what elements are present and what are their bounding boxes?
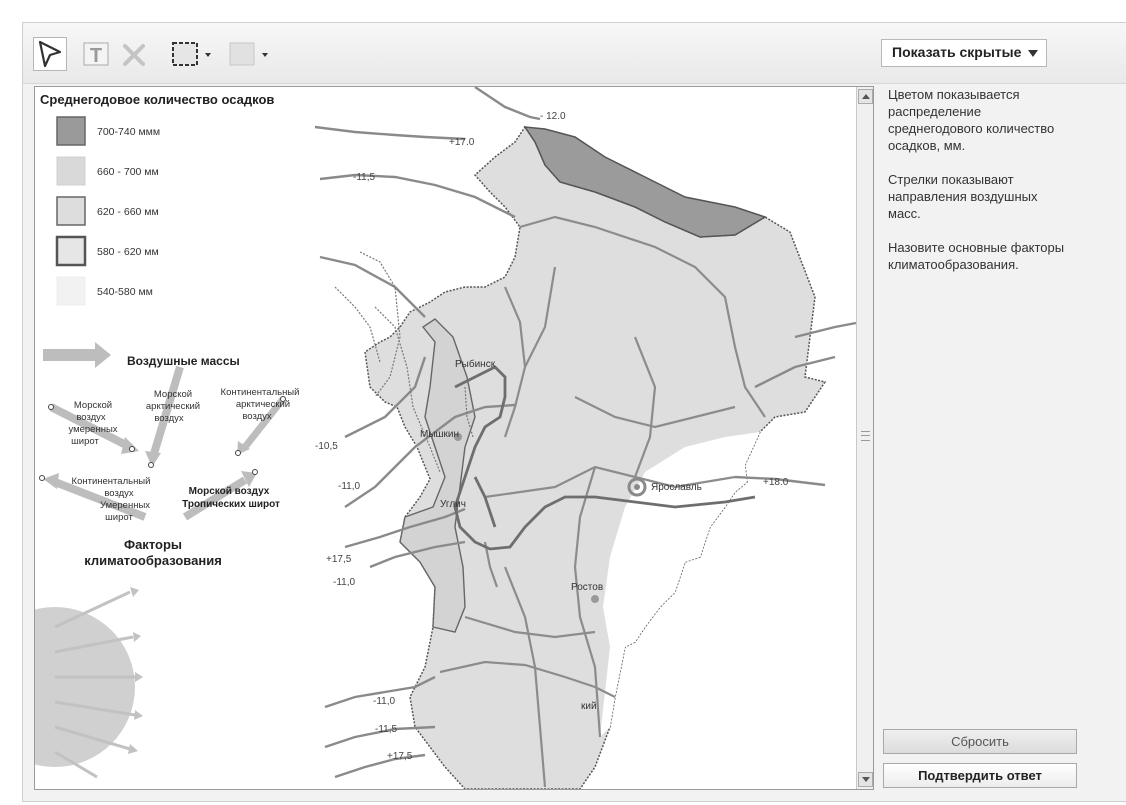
factor-arrowheads xyxy=(128,587,143,754)
city-label: кий xyxy=(581,701,597,712)
city-labels: Рыбинск Мышкин Углич Ярославль Ростов ки… xyxy=(420,358,702,712)
city-label: Ярославль xyxy=(651,482,702,493)
instruction-paragraph: Цветом показывается распределение средне… xyxy=(888,87,1055,153)
border-style-icon[interactable] xyxy=(169,37,229,71)
river-volga xyxy=(453,365,756,551)
air-mass-label: Тропических широт xyxy=(182,499,280,510)
instructions-panel: Цветом показывается распределение средне… xyxy=(888,86,1068,290)
isotherm-label: +18.0 xyxy=(763,477,789,488)
show-hidden-label: Показать скрытые xyxy=(892,44,1022,60)
legend-swatch xyxy=(55,235,87,267)
text-tool-icon[interactable]: T xyxy=(81,37,111,71)
air-mass-label: воздух xyxy=(104,488,134,499)
scroll-grip-icon[interactable] xyxy=(861,431,870,441)
isotherm-label: -11,5 xyxy=(375,724,397,735)
chevron-down-icon xyxy=(1028,50,1038,57)
precip-540-580-area xyxy=(600,432,760,737)
isotherm-label: +17,5 xyxy=(326,554,352,565)
factors-title: климатообразования xyxy=(84,553,222,568)
legend-swatch xyxy=(56,116,86,146)
delete-x-icon[interactable] xyxy=(119,37,149,71)
city-label: Мышкин xyxy=(420,429,459,440)
air-mass-label: воздух xyxy=(76,412,106,423)
scroll-down-icon[interactable] xyxy=(858,772,873,787)
factor-arrows xyxy=(54,590,136,779)
air-masses-title: Воздушные массы xyxy=(127,354,240,368)
isotherm-label: +17,5 xyxy=(387,751,413,762)
climate-map: Среднегодовое количество осадков 700-740… xyxy=(35,87,857,789)
air-mass-label: арктический xyxy=(236,399,290,410)
city-label: Углич xyxy=(440,499,466,510)
air-mass-label: широт xyxy=(71,436,99,447)
legend-label: 620 - 660 мм xyxy=(97,206,159,218)
legend-label: 540-580 мм xyxy=(97,286,153,298)
instruction-paragraph: Назовите основные факторы климатообразов… xyxy=(888,240,1065,272)
air-mass-label: Морской xyxy=(154,389,192,400)
isotherm-label: -11,5 xyxy=(353,172,375,183)
legend-label: 660 - 700 мм xyxy=(97,166,159,178)
climate-factor-disc xyxy=(35,607,135,767)
map-scrollbar[interactable] xyxy=(856,87,873,789)
precip-legend: 700-740 ммм 660 - 700 мм 620 - 660 мм 58… xyxy=(55,116,160,306)
select-arrow-icon[interactable] xyxy=(33,37,67,71)
air-mass-label: Умеренных xyxy=(100,500,150,511)
air-masses-legend: Воздушные массы xyxy=(39,342,300,568)
isotherm-label: -11,0 xyxy=(333,577,355,588)
legend-label: 700-740 ммм xyxy=(97,126,160,138)
show-hidden-dropdown[interactable]: Показать скрытые xyxy=(881,39,1047,67)
exercise-window: T Показать скрытые xyxy=(22,22,1126,802)
city-label: Ростов xyxy=(571,582,603,593)
scroll-up-icon[interactable] xyxy=(858,89,873,104)
air-mass-label: Континентальный xyxy=(72,476,151,487)
air-mass-label: арктический xyxy=(146,401,200,412)
legend-swatch xyxy=(56,276,86,306)
city-markers xyxy=(454,433,647,603)
map-viewport[interactable]: Среднегодовое количество осадков 700-740… xyxy=(34,86,874,790)
region-outline xyxy=(364,125,827,789)
factors-title: Факторы xyxy=(124,537,182,552)
air-mass-label: Морской воздух xyxy=(189,486,270,497)
isotherm-label: +17.0 xyxy=(449,137,475,148)
fill-color-icon[interactable] xyxy=(228,37,278,71)
air-mass-label: Континентальный xyxy=(221,387,300,398)
instruction-paragraph: Стрелки показывают направления воздушных… xyxy=(888,172,1038,221)
air-mass-label: воздух xyxy=(154,413,184,424)
isotherm-label: -11,0 xyxy=(373,696,395,707)
isotherm-label: -11,0 xyxy=(338,481,360,492)
precip-620-660-area xyxy=(399,318,476,633)
air-mass-label: широт xyxy=(105,512,133,523)
air-mass-label: Морской xyxy=(74,400,112,411)
air-mass-label: умеренных xyxy=(68,424,117,435)
road-lines xyxy=(334,251,474,473)
air-mass-label: воздух xyxy=(242,411,272,422)
precip-zone-boundaries xyxy=(439,215,766,788)
toolbar: T Показать скрытые xyxy=(23,23,1126,84)
legend-label: 580 - 620 мм xyxy=(97,246,159,258)
isotherm-label: - 12.0 xyxy=(540,111,566,122)
map-title: Среднегодовое количество осадков xyxy=(40,92,274,107)
reset-button[interactable]: Сбросить xyxy=(883,729,1077,754)
legend-swatch xyxy=(56,156,86,186)
isotherm-labels: - 12.0 +17.0 -11,5 -10,5 -11,0 +17,5 -11… xyxy=(315,111,789,762)
svg-text:T: T xyxy=(90,45,102,67)
legend-swatch xyxy=(56,196,86,226)
confirm-answer-button[interactable]: Подтвердить ответ xyxy=(883,763,1077,788)
isotherm-lines xyxy=(314,87,857,779)
city-label: Рыбинск xyxy=(455,358,496,370)
isotherm-label: -10,5 xyxy=(315,441,338,452)
air-mass-arrow-icon xyxy=(43,342,111,368)
precip-700-740-area xyxy=(523,126,767,238)
